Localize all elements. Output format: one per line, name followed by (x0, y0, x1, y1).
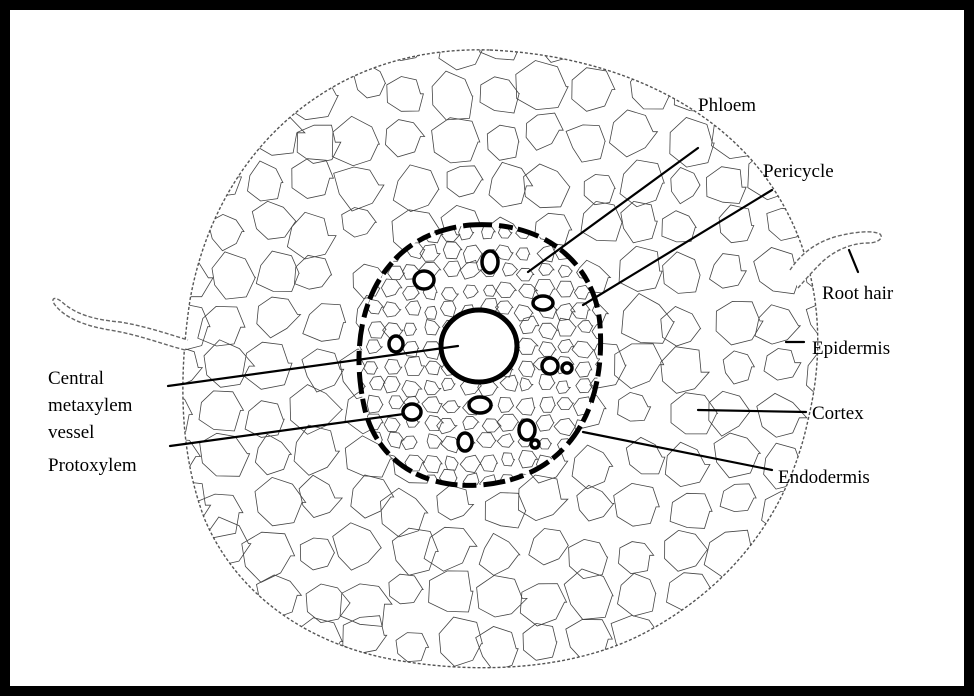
epidermis-label: Epidermis (812, 338, 890, 359)
cell (297, 18, 334, 61)
root-hair-right (790, 232, 881, 288)
root-hair-leader (849, 250, 858, 272)
cell (760, 583, 799, 620)
cell (670, 17, 718, 62)
cell (154, 78, 203, 127)
cell (156, 163, 200, 204)
xylem-vessel (389, 336, 403, 352)
xylem-vessel (519, 420, 535, 440)
cell (805, 113, 847, 154)
cell (753, 623, 795, 674)
cell (750, 26, 799, 76)
xylem-vessel (469, 397, 491, 413)
endodermis-label: Endodermis (778, 467, 870, 488)
central-metaxylem-label-line2: metaxylem (48, 395, 133, 416)
cell (712, 623, 760, 666)
cortex-label: Cortex (812, 403, 864, 424)
cell (203, 582, 236, 611)
xylem-vessel (531, 440, 539, 448)
cell (807, 486, 847, 522)
phloem-label: Phloem (698, 95, 756, 116)
cell (795, 574, 840, 611)
cell (205, 159, 242, 197)
xylem-vessel (542, 358, 558, 374)
protoxylem-label: Protoxylem (48, 455, 137, 476)
root-hair-label: Root hair (822, 283, 894, 304)
xylem-vessel (414, 271, 434, 289)
xylem-vessel (458, 433, 472, 451)
cell (793, 74, 837, 121)
cell (153, 32, 192, 71)
cell (241, 23, 294, 70)
cell (210, 32, 249, 69)
cell (583, 33, 619, 65)
xylem-vessel (533, 296, 553, 310)
cell (764, 81, 805, 113)
cell (716, 568, 768, 622)
cell (211, 78, 253, 116)
protoxylem-vessel (403, 404, 421, 420)
cell (702, 31, 751, 67)
cell (165, 216, 203, 249)
cell (252, 619, 281, 652)
cell (163, 522, 210, 570)
xylem-vessel (482, 251, 498, 273)
cell (167, 571, 199, 604)
pericycle-label: Pericycle (763, 161, 834, 182)
cell (161, 116, 210, 163)
cell (348, 25, 385, 64)
cell (762, 534, 806, 575)
cell (253, 81, 286, 110)
cell (209, 625, 251, 662)
cell (757, 114, 791, 149)
cell (167, 632, 203, 669)
cell (214, 124, 248, 154)
xylem-vessel (562, 363, 572, 373)
root-hair-left (53, 298, 188, 350)
cell (801, 629, 840, 667)
cell (796, 18, 844, 67)
central-metaxylem-label-line3: vessel (48, 422, 94, 443)
cell (622, 19, 668, 67)
cell (800, 531, 834, 568)
cell (661, 631, 695, 665)
central-metaxylem-label-line1: Central (48, 368, 104, 389)
